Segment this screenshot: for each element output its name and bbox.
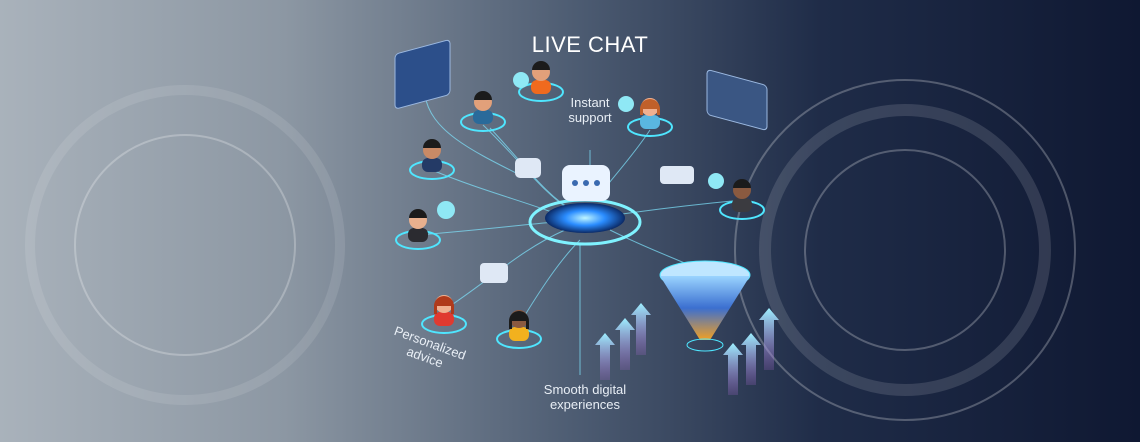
chat-bubble-icon bbox=[513, 72, 529, 88]
avatar bbox=[719, 179, 765, 220]
label-line: Smooth digital bbox=[543, 382, 627, 397]
label-instant-support: Instant support bbox=[560, 95, 620, 125]
profile-card-icon bbox=[706, 69, 768, 131]
background-rings bbox=[25, 79, 1076, 421]
avatar bbox=[627, 98, 673, 137]
avatar bbox=[460, 91, 506, 132]
profile-cards bbox=[394, 39, 768, 131]
avatar bbox=[518, 61, 564, 102]
chat-bubble-icon bbox=[437, 201, 455, 219]
label-line: experiences bbox=[549, 397, 621, 412]
profile-card-icon bbox=[394, 39, 451, 109]
growth-arrows-icon bbox=[595, 303, 779, 395]
chat-bubble-icon bbox=[660, 166, 694, 184]
avatar bbox=[409, 139, 455, 180]
chat-bubble-icon bbox=[618, 96, 634, 112]
avatar bbox=[421, 295, 467, 334]
avatar bbox=[496, 310, 542, 349]
label-line: Instant bbox=[570, 95, 610, 110]
chat-bubble-icon bbox=[708, 173, 724, 189]
connection-lines bbox=[417, 94, 743, 375]
avatar bbox=[395, 209, 441, 250]
page-title: LIVE CHAT bbox=[531, 32, 649, 57]
hub bbox=[528, 165, 642, 246]
label-line: support bbox=[568, 110, 612, 125]
avatars bbox=[395, 61, 765, 349]
label-smooth-digital-experiences: Smooth digital experiences bbox=[530, 382, 640, 412]
chat-bubbles bbox=[437, 72, 724, 283]
chat-bubble-icon bbox=[480, 263, 508, 283]
chat-bubble-icon bbox=[515, 158, 541, 178]
funnel-icon bbox=[659, 260, 751, 352]
